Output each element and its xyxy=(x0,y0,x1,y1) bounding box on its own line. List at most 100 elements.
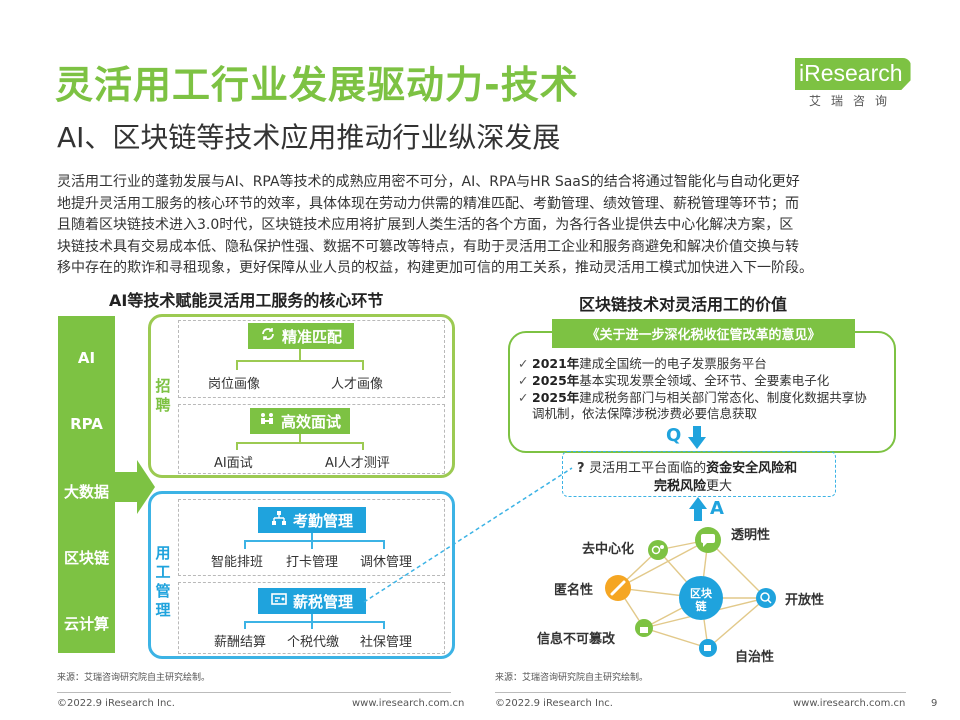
footer-copyright-right: ©2022.9 iResearch Inc. xyxy=(495,698,613,709)
leaf-ai-interview: AI面试 xyxy=(214,456,253,471)
management-label: 用工管理 xyxy=(155,544,171,619)
lock-node xyxy=(635,619,653,637)
leaf-leave-mgmt: 调休管理 xyxy=(360,555,413,570)
plug-node xyxy=(699,639,717,657)
connector xyxy=(299,434,301,443)
page-title: 灵活用工行业发展驱动力-技术 xyxy=(55,63,579,107)
logo-text: iResearch xyxy=(795,58,911,90)
right-source-note: 来源：艾瑞咨询研究院自主研究绘制。 xyxy=(495,673,649,683)
question-text-pre: 灵活用工平台面临的 xyxy=(589,461,707,476)
tech-arrow-shaft xyxy=(115,472,137,502)
management-box xyxy=(148,491,455,659)
leaf-tax-withholding: 个税代缴 xyxy=(287,635,340,650)
payroll-card-icon xyxy=(271,591,287,611)
footer-copyright-left: ©2022.9 iResearch Inc. xyxy=(57,698,175,709)
logo-subtext: 艾瑞咨询 xyxy=(809,94,898,108)
connector xyxy=(311,614,313,622)
intro-line: 地提升灵活用工服务的核心环节的效率，具体体现在劳动力供需的精准匹配、考勤管理、绩… xyxy=(57,195,799,212)
tech-blockchain: 区块链 xyxy=(63,549,109,567)
q-letter: Q xyxy=(666,425,682,446)
match-pill: 精准匹配 xyxy=(248,323,354,349)
policy-year: 2025年 xyxy=(532,390,580,405)
question-text-post: 更大 xyxy=(706,479,733,494)
payroll-title: 薪税管理 xyxy=(292,592,353,611)
left-section-title: AI等技术赋能灵活用工服务的核心环节 xyxy=(109,291,384,310)
match-title: 精准匹配 xyxy=(281,327,342,346)
connector xyxy=(362,360,364,370)
connector xyxy=(244,621,246,629)
policy-item: ✓2025年基本实现发票全领域、全环节、全要素电子化 xyxy=(518,373,829,389)
node-label-openness: 开放性 xyxy=(785,593,825,608)
search-node xyxy=(756,588,776,608)
attendance-title: 考勤管理 xyxy=(292,511,353,530)
intro-line: 且随着区块链技术进入3.0时代，区块链技术应用将扩展到人类生活的各个方面，为各行… xyxy=(57,217,794,233)
question-highlight-1: 资金安全风险和 xyxy=(706,461,798,476)
left-source-note: 来源：艾瑞咨询研究院自主研究绘制。 xyxy=(57,673,211,683)
attendance-pill: 考勤管理 xyxy=(258,507,366,533)
tech-ai: AI xyxy=(77,349,96,367)
tech-rpa: RPA xyxy=(70,415,103,433)
tech-big-data: 大数据 xyxy=(63,483,109,501)
connector xyxy=(383,621,385,629)
recruit-box xyxy=(148,314,455,478)
gears-node xyxy=(648,540,668,560)
meeting-icon xyxy=(259,411,275,431)
leaf-salary-settlement: 薪酬结算 xyxy=(214,635,267,650)
footer-url-right[interactable]: www.iresearch.com.cn xyxy=(793,698,906,709)
node-label-immutability: 信息不可篡改 xyxy=(537,632,616,647)
dashed-connector-line xyxy=(363,467,573,603)
connector xyxy=(299,349,301,361)
check-icon: ✓ xyxy=(518,356,529,371)
connector xyxy=(383,540,385,549)
up-arrow-icon xyxy=(689,497,707,521)
node-label-decentralized: 去中心化 xyxy=(582,542,635,557)
policy-text: 基本实现发票全领域、全环节、全要素电子化 xyxy=(579,373,830,388)
connector xyxy=(236,360,364,362)
attendance-dashed-group xyxy=(178,499,445,576)
interview-dashed-group xyxy=(178,404,445,474)
payroll-dashed-group xyxy=(178,582,445,654)
intro-line: 移中存在的欺诈和寻租现象，更好保障从业人员的权益，构建更加可信的用工关系，推动灵… xyxy=(57,260,813,276)
connector xyxy=(311,621,313,629)
connector xyxy=(362,442,364,450)
intro-line: 块链技术具有交易成本低、隐私保护性强、数据不可篡改等特点，有助于灵活用工企业和服… xyxy=(57,238,799,255)
page-number: 9 xyxy=(931,698,938,709)
footer-url-left[interactable]: www.iresearch.com.cn xyxy=(352,698,465,709)
blockchain-network xyxy=(605,527,776,657)
question-box: ? 灵活用工平台面临的资金安全风险和 完税风险更大 xyxy=(562,451,836,497)
connector xyxy=(236,442,238,450)
node-label-anonymity: 匿名性 xyxy=(554,583,594,598)
interview-pill: 高效面试 xyxy=(250,408,350,434)
leaf-social-security: 社保管理 xyxy=(360,635,413,650)
connector xyxy=(236,442,364,444)
tech-cloud: 云计算 xyxy=(63,615,109,633)
a-letter: A xyxy=(710,498,724,519)
connector xyxy=(311,533,313,541)
connector xyxy=(244,621,385,623)
check-icon: ✓ xyxy=(518,390,529,405)
question-highlight-2: 完税风险 xyxy=(654,479,707,494)
intro-paragraph: 灵活用工行业的蓬勃发展与AI、RPA等技术的成熟应用密不可分，AI、RPA与HR… xyxy=(57,172,905,280)
policy-title: 《关于进一步深化税收征管改革的意见》 xyxy=(552,319,855,348)
policy-item: ✓2025年建成税务部门与相关部门常态化、制度化数据共享协 xyxy=(518,390,867,406)
footer-divider-right xyxy=(495,692,906,693)
footer-divider-left xyxy=(57,692,451,693)
leaf-clock-in: 打卡管理 xyxy=(286,555,339,570)
connector xyxy=(244,540,246,549)
check-icon: ✓ xyxy=(518,373,529,388)
recruit-label: 招聘 xyxy=(155,377,171,414)
tech-column: AI RPA 大数据 区块链 云计算 xyxy=(58,316,115,653)
iresearch-logo: iResearch 艾瑞咨询 xyxy=(795,52,915,114)
policy-year: 2025年 xyxy=(532,373,580,388)
blockchain-center-node xyxy=(679,576,723,620)
policy-year: 2021年 xyxy=(532,356,580,371)
policy-text: 建成税务部门与相关部门常态化、制度化数据共享协 xyxy=(579,390,867,405)
org-chart-icon xyxy=(271,510,287,530)
connector xyxy=(244,540,385,542)
refresh-icon xyxy=(260,326,276,346)
question-mark-icon: ? xyxy=(577,461,585,476)
interview-title: 高效面试 xyxy=(280,412,341,431)
page-subtitle: AI、区块链等技术应用推动行业纵深发展 xyxy=(57,121,561,154)
leaf-ai-assessment: AI人才测评 xyxy=(325,456,390,471)
connector xyxy=(236,360,238,370)
